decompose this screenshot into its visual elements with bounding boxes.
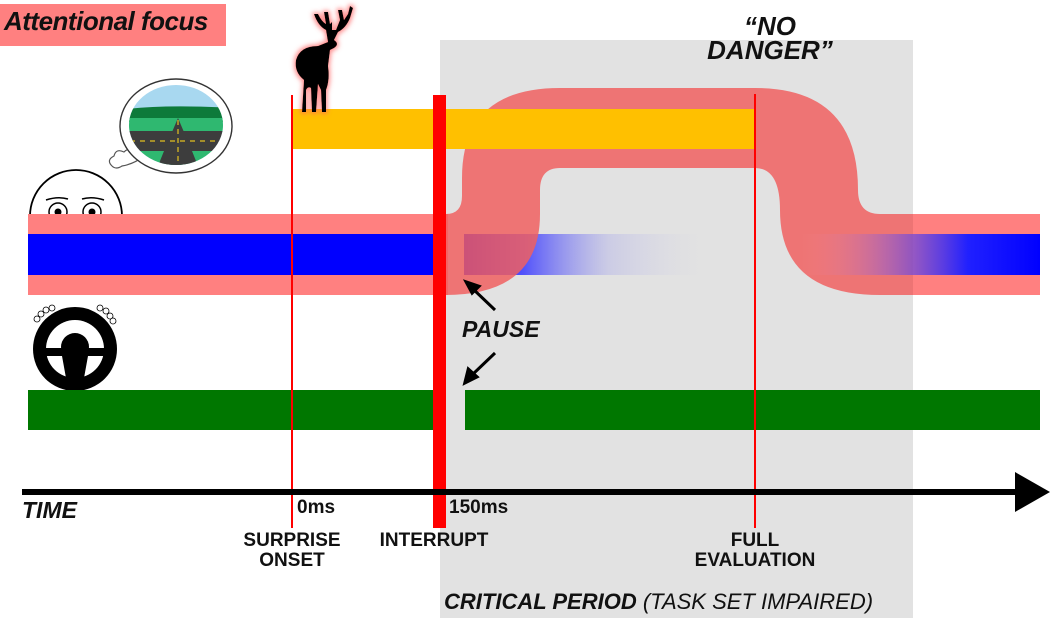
stimulus-track-overlay xyxy=(446,109,755,149)
time-axis-arrowhead-icon xyxy=(1015,472,1050,512)
diagram-title: Attentional focus xyxy=(4,6,208,36)
pause-arrow-down-icon xyxy=(462,351,497,386)
no-danger-line-1: “NO xyxy=(744,11,796,41)
critical-period-label-bold: CRITICAL PERIOD xyxy=(444,589,637,614)
motor-track-left xyxy=(28,390,433,430)
surprise-onset-line-1: SURPRISE xyxy=(243,530,341,551)
time-axis-line xyxy=(22,489,1022,495)
critical-period-label: CRITICAL PERIOD (TASK SET IMPAIRED) xyxy=(444,589,874,614)
thought-bubble-road-icon xyxy=(108,78,233,174)
pause-label: PAUSE xyxy=(462,316,540,342)
interrupt-label: INTERRUPT xyxy=(379,530,489,551)
driving-task-track-solid xyxy=(28,234,433,275)
tick-150ms: 150ms xyxy=(449,497,509,518)
title-box xyxy=(0,4,226,46)
tick-0ms: 0ms xyxy=(297,497,336,518)
driving-task-track-fade-in xyxy=(800,234,1040,275)
full-evaluation-line-2: EVALUATION xyxy=(694,550,816,571)
full-evaluation-line-1: FULL xyxy=(730,530,780,551)
full-evaluation-label: FULL EVALUATION xyxy=(685,531,825,571)
surprise-onset-label: SURPRISE ONSET xyxy=(232,531,352,571)
interrupt-bar xyxy=(433,95,446,528)
motor-track-right xyxy=(465,390,1040,430)
no-danger-line-2: DANGER” xyxy=(707,35,833,65)
steering-wheel-icon xyxy=(33,304,117,391)
no-danger-label: “NO DANGER” xyxy=(700,11,840,65)
pause-arrow-up-icon xyxy=(462,279,497,312)
time-axis-label: TIME xyxy=(22,497,77,523)
surprise-onset-line-2: ONSET xyxy=(259,550,325,571)
deer-silhouette-icon xyxy=(295,6,353,112)
face-peeking-icon xyxy=(29,169,123,222)
critical-period-label-rest: (TASK SET IMPAIRED) xyxy=(636,589,874,614)
